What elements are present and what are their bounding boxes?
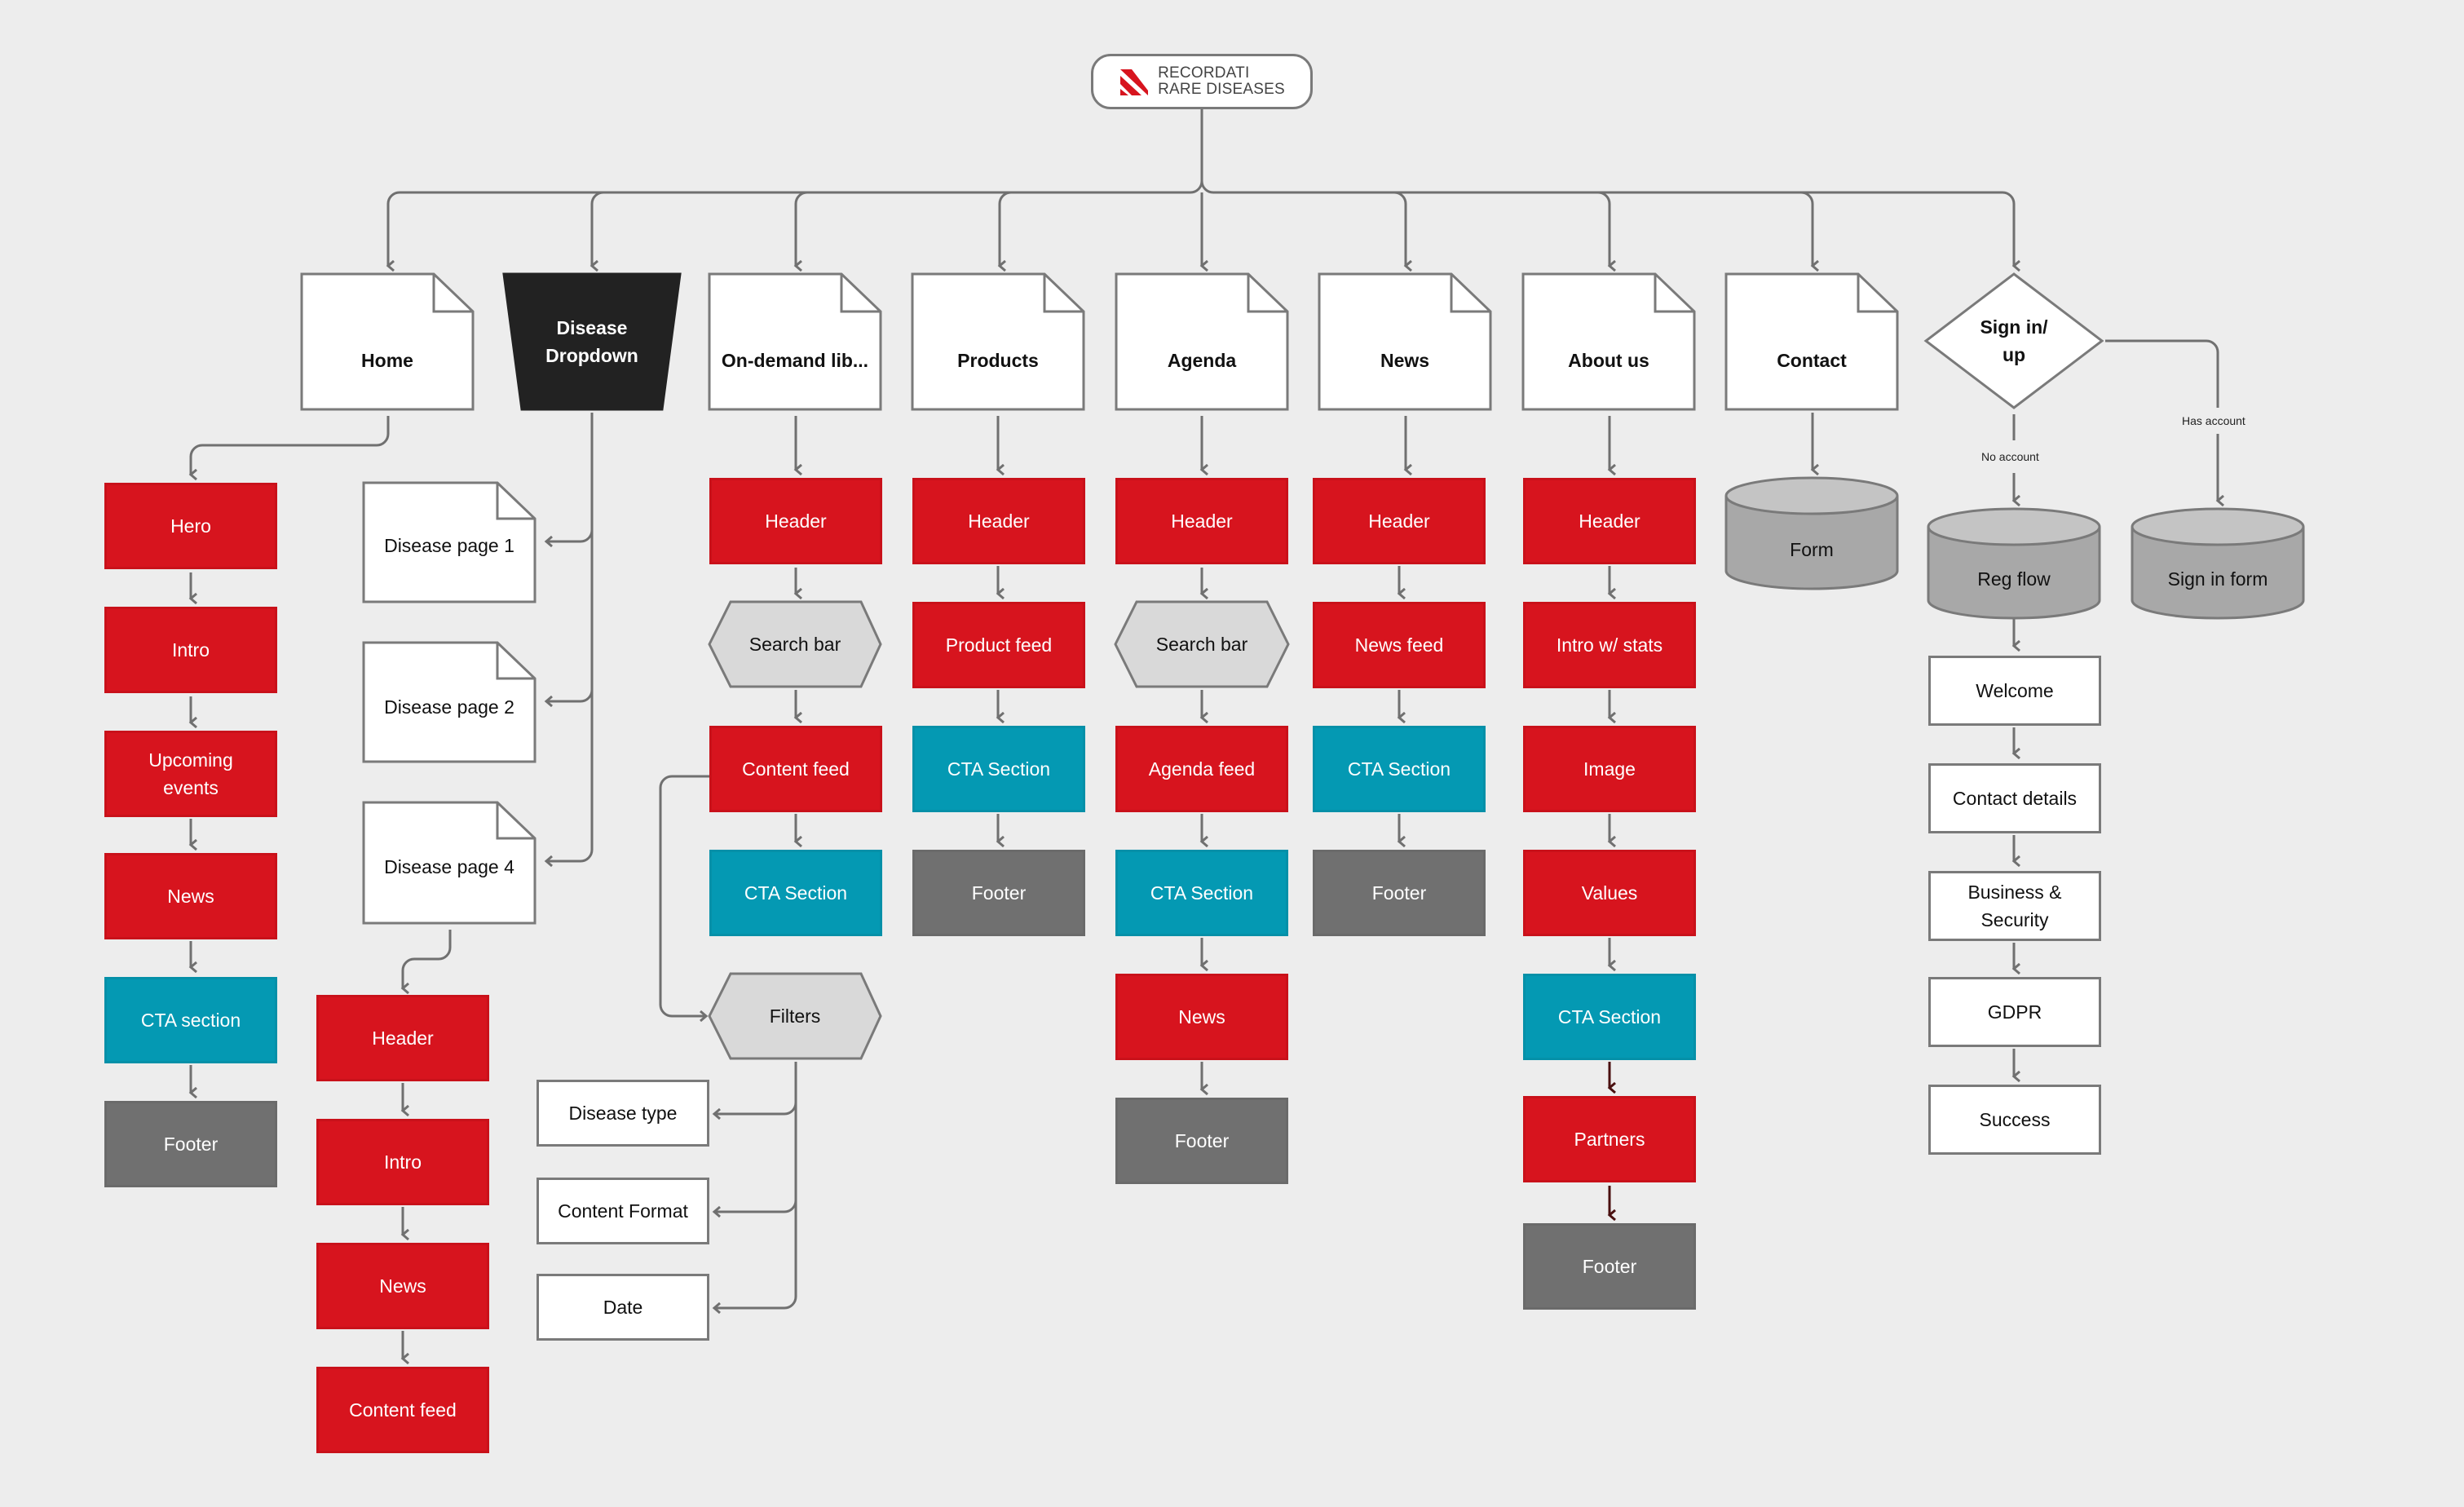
hex-shape-search-agenda <box>1114 600 1290 688</box>
doc-shape-products <box>911 272 1085 411</box>
disease-intro[interactable]: Intro <box>316 1119 489 1205</box>
logo-line-1: RECORDATI <box>1158 64 1250 82</box>
agenda-cta-section[interactable]: CTA Section <box>1115 850 1288 936</box>
trapezoid-shape-dropdown <box>502 272 682 411</box>
home-cta-section[interactable]: CTA section <box>104 977 277 1063</box>
agenda-header[interactable]: Header <box>1115 478 1288 564</box>
doc-shape-news <box>1318 272 1492 411</box>
sign-in-form[interactable]: Sign in form <box>2167 568 2268 590</box>
hex-shape-filters <box>708 972 882 1060</box>
about-image[interactable]: Image <box>1523 726 1696 812</box>
news-header[interactable]: Header <box>1313 478 1486 564</box>
contact-form[interactable]: Form <box>1790 538 1834 560</box>
agenda-search-bar[interactable]: Search bar <box>1155 633 1248 655</box>
agenda-agenda-feed[interactable]: Agenda feed <box>1115 726 1288 812</box>
page-products[interactable]: Products <box>957 349 1039 371</box>
filter-content-format[interactable]: Content Format <box>537 1178 709 1244</box>
products-cta-section[interactable]: CTA Section <box>912 726 1085 812</box>
reg-success[interactable]: Success <box>1928 1085 2101 1155</box>
ondemand-content-feed[interactable]: Content feed <box>709 726 882 812</box>
home-upcoming-events[interactable]: Upcoming events <box>104 731 277 817</box>
products-product-feed[interactable]: Product feed <box>912 602 1085 688</box>
about-footer[interactable]: Footer <box>1523 1223 1696 1310</box>
doc-shape-disease-4 <box>362 801 537 925</box>
filter-date[interactable]: Date <box>537 1274 709 1341</box>
filter-disease-type[interactable]: Disease type <box>537 1080 709 1147</box>
cylinder-shape-signinform <box>2131 527 2305 620</box>
doc-shape-contact <box>1724 272 1899 411</box>
ondemand-filters[interactable]: Filters <box>769 1005 821 1027</box>
disease-page-1[interactable]: Disease page 1 <box>384 534 514 556</box>
home-hero[interactable]: Hero <box>104 483 277 569</box>
disease-content-feed[interactable]: Content feed <box>316 1367 489 1453</box>
page-agenda[interactable]: Agenda <box>1167 349 1237 371</box>
home-intro[interactable]: Intro <box>104 607 277 693</box>
about-partners[interactable]: Partners <box>1523 1096 1696 1182</box>
reg-welcome[interactable]: Welcome <box>1928 656 2101 726</box>
doc-shape-disease-1 <box>362 481 537 603</box>
news-footer[interactable]: Footer <box>1313 850 1486 936</box>
home-news[interactable]: News <box>104 853 277 939</box>
disease-header[interactable]: Header <box>316 995 489 1081</box>
reg-business-security[interactable]: Business & Security <box>1928 871 2101 941</box>
reg-gdpr[interactable]: GDPR <box>1928 977 2101 1047</box>
logo-line-2: RARE DISEASES <box>1158 81 1285 98</box>
recordati-logo[interactable]: RECORDATI RARE DISEASES <box>1091 54 1313 109</box>
cylinder-shape-regflow <box>1927 527 2101 620</box>
news-news-feed[interactable]: News feed <box>1313 602 1486 688</box>
agenda-news[interactable]: News <box>1115 974 1288 1060</box>
page-contact[interactable]: Contact <box>1777 349 1847 371</box>
ondemand-search-bar[interactable]: Search bar <box>748 633 841 655</box>
disease-page-4[interactable]: Disease page 4 <box>384 855 514 877</box>
doc-shape-ondemand <box>708 272 882 411</box>
page-on-demand-library[interactable]: On-demand lib... <box>721 349 869 371</box>
recordati-mark-icon <box>1120 69 1149 95</box>
page-about-us[interactable]: About us <box>1568 349 1649 371</box>
home-footer[interactable]: Footer <box>104 1101 277 1187</box>
logo-wordmark: RECORDATI RARE DISEASES <box>1158 65 1285 98</box>
doc-shape-agenda <box>1115 272 1289 411</box>
page-home[interactable]: Home <box>361 349 413 371</box>
no-account-label: No account <box>1981 450 2039 463</box>
hex-shape-search-ondemand <box>708 600 882 688</box>
about-cta-section[interactable]: CTA Section <box>1523 974 1696 1060</box>
ondemand-header[interactable]: Header <box>709 478 882 564</box>
ondemand-cta-section[interactable]: CTA Section <box>709 850 882 936</box>
about-values[interactable]: Values <box>1523 850 1696 936</box>
reg-contact-details[interactable]: Contact details <box>1928 763 2101 833</box>
products-footer[interactable]: Footer <box>912 850 1085 936</box>
page-sign-in-up[interactable]: Sign in/ up <box>1980 316 2048 366</box>
doc-shape-about <box>1521 272 1696 411</box>
disease-news[interactable]: News <box>316 1243 489 1329</box>
cylinder-shape-form <box>1724 496 1899 590</box>
doc-shape-disease-2 <box>362 641 537 763</box>
disease-page-2[interactable]: Disease page 2 <box>384 696 514 718</box>
doc-shape-home <box>300 272 475 411</box>
page-news[interactable]: News <box>1380 349 1430 371</box>
agenda-footer[interactable]: Footer <box>1115 1098 1288 1184</box>
reg-flow[interactable]: Reg flow <box>1977 568 2051 590</box>
page-disease-dropdown[interactable]: Disease Dropdown <box>545 316 638 367</box>
about-intro-stats[interactable]: Intro w/ stats <box>1523 602 1696 688</box>
news-cta-section[interactable]: CTA Section <box>1313 726 1486 812</box>
products-header[interactable]: Header <box>912 478 1085 564</box>
about-header[interactable]: Header <box>1523 478 1696 564</box>
has-account-label: Has account <box>2182 414 2245 427</box>
diamond-shape-signin <box>1923 272 2104 409</box>
